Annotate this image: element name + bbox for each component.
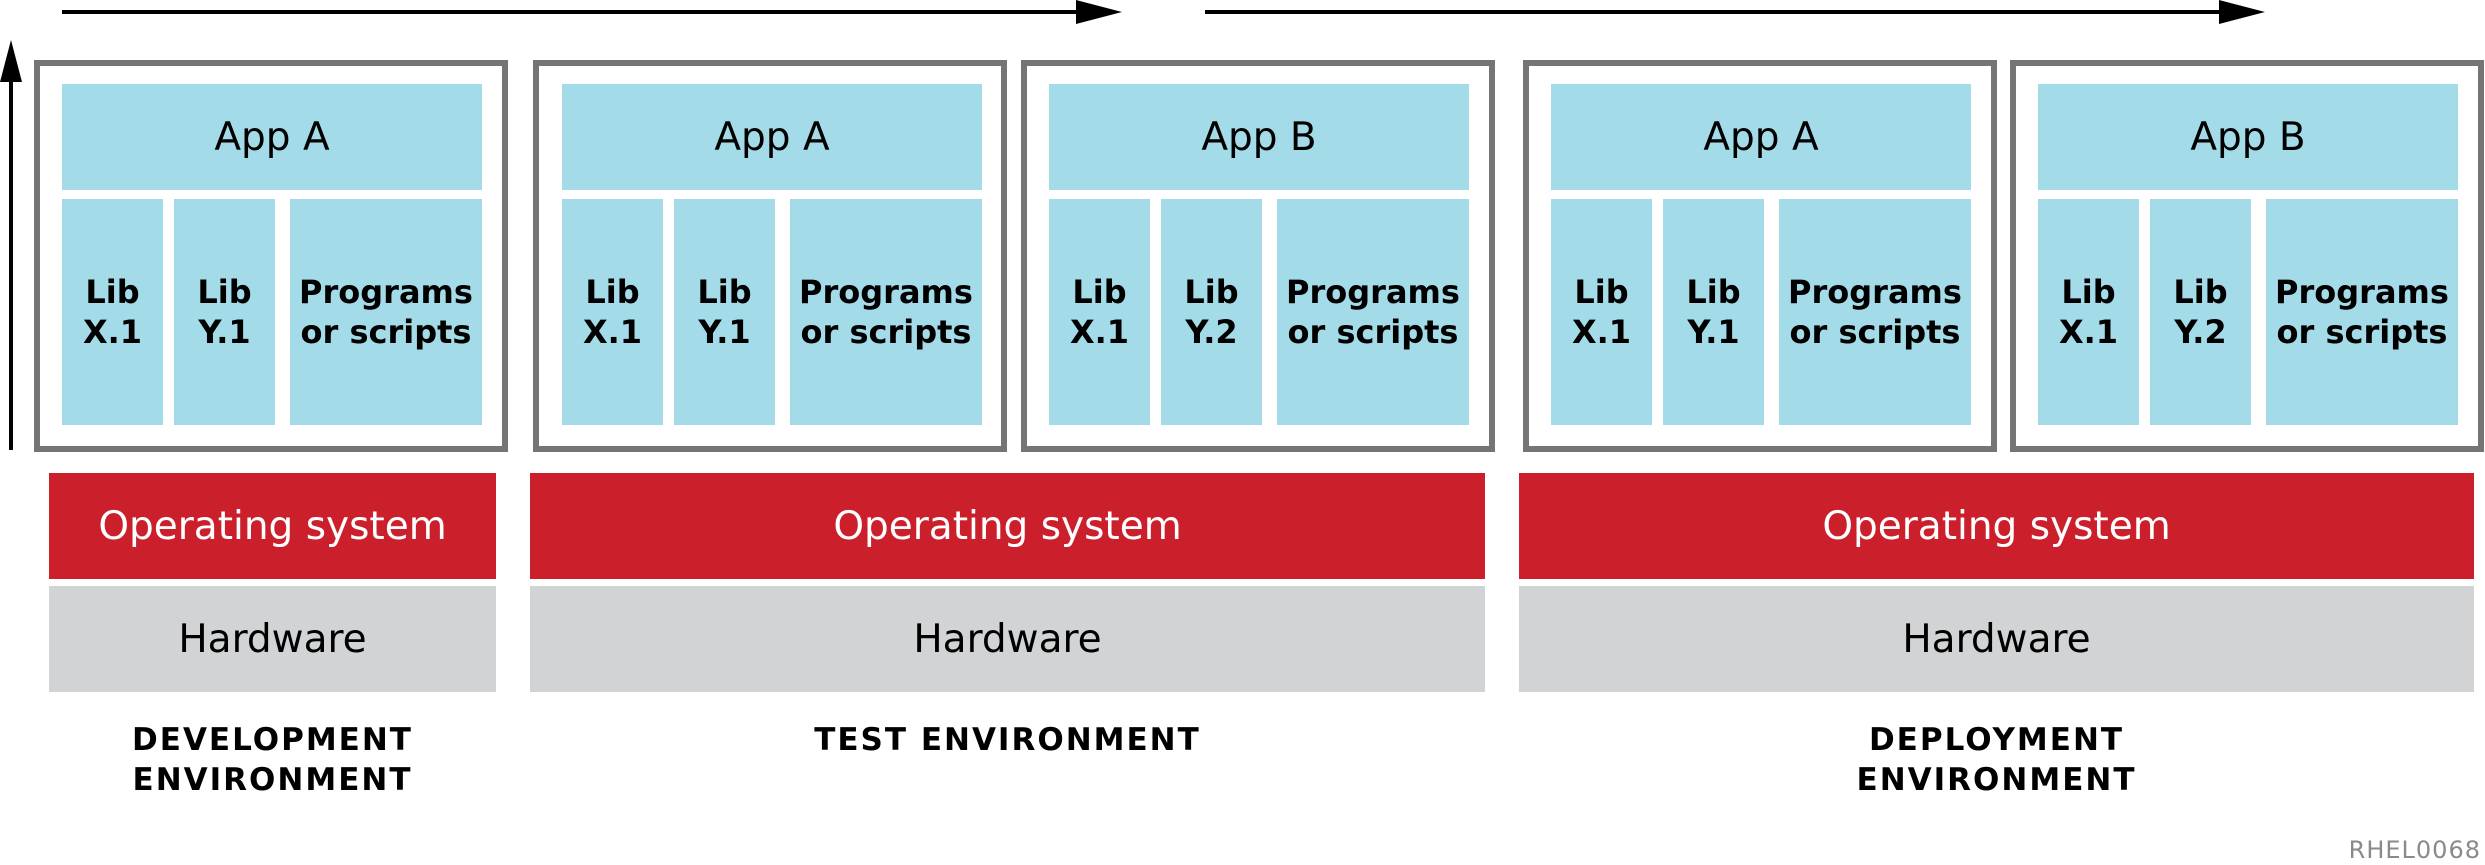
env-label-line: ENVIRONMENT (1856, 762, 2137, 798)
lib-box: Lib Y.2 (1161, 199, 1262, 425)
programs-box: Programs or scripts (2266, 199, 2458, 425)
env-label-line: DEVELOPMENT (132, 722, 413, 758)
programs-label: Programs (2275, 273, 2449, 311)
lib-label: Lib (1574, 273, 1629, 311)
programs-sublabel: or scripts (2276, 313, 2448, 351)
lib-label: Lib (1184, 273, 1239, 311)
lib-label: Lib (697, 273, 752, 311)
arrow-dev-to-test (62, 0, 1122, 24)
app-label: App A (62, 84, 482, 190)
programs-label: Programs (799, 273, 973, 311)
app-label: App A (1551, 84, 1971, 190)
lib-label: Lib (2173, 273, 2228, 311)
os-bar-test: Operating system (530, 473, 1485, 579)
env-label-deploy: DEPLOYMENT ENVIRONMENT (1519, 720, 2474, 800)
lib-version: X.1 (82, 313, 143, 351)
programs-box: Programs or scripts (1277, 199, 1469, 425)
hardware-bar-test: Hardware (530, 586, 1485, 692)
lib-version: X.1 (1069, 313, 1130, 351)
lib-box: Lib X.1 (2038, 199, 2139, 425)
hardware-bar-deploy: Hardware (1519, 586, 2474, 692)
lib-version: X.1 (2058, 313, 2119, 351)
arrow-test-to-deploy (1205, 0, 2265, 24)
programs-sublabel: or scripts (300, 313, 472, 351)
lib-label: Lib (2061, 273, 2116, 311)
app-label: App A (562, 84, 982, 190)
env-label-dev: DEVELOPMENT ENVIRONMENT (49, 720, 496, 800)
programs-box: Programs or scripts (1779, 199, 1971, 425)
hardware-bar-dev: Hardware (49, 586, 496, 692)
lib-box: Lib X.1 (1049, 199, 1150, 425)
env-label-line: TEST ENVIRONMENT (814, 722, 1201, 758)
os-bar-deploy: Operating system (1519, 473, 2474, 579)
programs-label: Programs (299, 273, 473, 311)
lib-version: Y.1 (1687, 313, 1740, 351)
programs-sublabel: or scripts (800, 313, 972, 351)
lib-label: Lib (197, 273, 252, 311)
app-label: App B (1049, 84, 1469, 190)
env-label-line: DEPLOYMENT (1868, 722, 2125, 758)
programs-box: Programs or scripts (790, 199, 982, 425)
lib-version: X.1 (1571, 313, 1632, 351)
os-bar-dev: Operating system (49, 473, 496, 579)
lib-box: Lib Y.1 (1663, 199, 1764, 425)
arrow-vertical (0, 40, 22, 450)
lib-version: Y.1 (698, 313, 751, 351)
document-id: RHEL0068 (2348, 836, 2481, 864)
lib-box: Lib X.1 (1551, 199, 1652, 425)
lib-box: Lib X.1 (562, 199, 663, 425)
lib-label: Lib (1686, 273, 1741, 311)
lib-label: Lib (1072, 273, 1127, 311)
lib-version: Y.2 (1185, 313, 1238, 351)
lib-version: Y.2 (2174, 313, 2227, 351)
programs-label: Programs (1788, 273, 1962, 311)
programs-box: Programs or scripts (290, 199, 482, 425)
lib-box: Lib Y.1 (174, 199, 275, 425)
env-label-line: ENVIRONMENT (132, 762, 413, 798)
lib-box: Lib Y.1 (674, 199, 775, 425)
lib-version: Y.1 (198, 313, 251, 351)
programs-sublabel: or scripts (1287, 313, 1459, 351)
programs-sublabel: or scripts (1789, 313, 1961, 351)
lib-label: Lib (585, 273, 640, 311)
lib-version: X.1 (582, 313, 643, 351)
lib-label: Lib (85, 273, 140, 311)
programs-label: Programs (1286, 273, 1460, 311)
lib-box: Lib X.1 (62, 199, 163, 425)
env-label-test: TEST ENVIRONMENT (530, 720, 1485, 760)
lib-box: Lib Y.2 (2150, 199, 2251, 425)
app-label: App B (2038, 84, 2458, 190)
